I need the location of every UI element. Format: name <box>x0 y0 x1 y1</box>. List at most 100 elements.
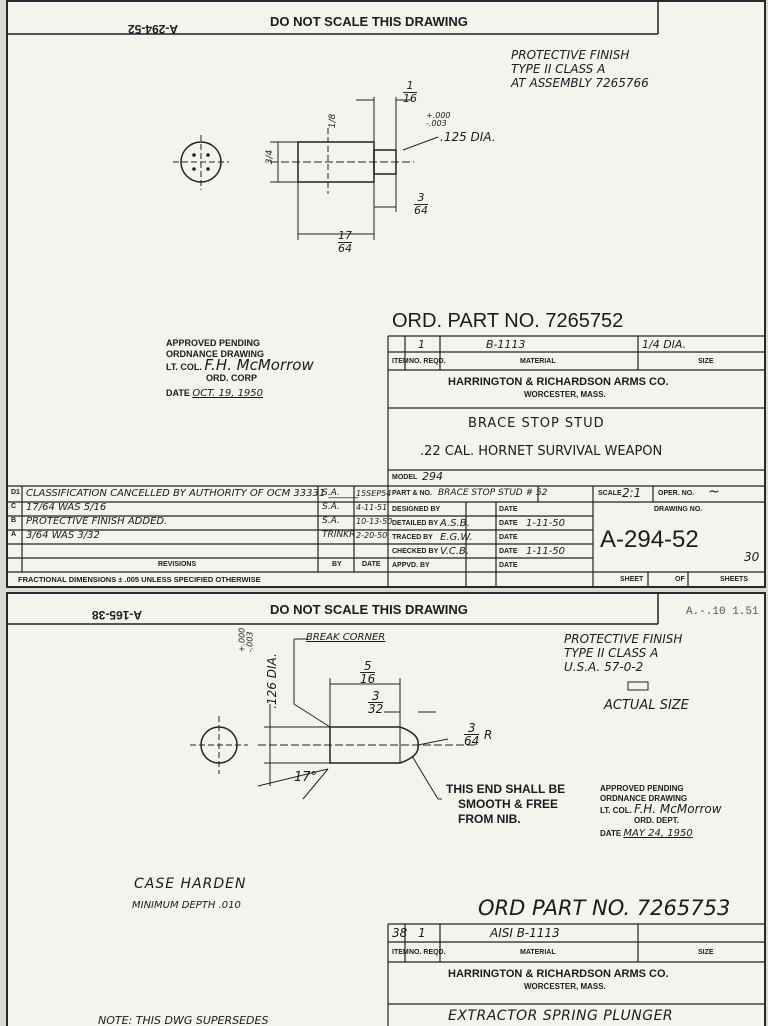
rev-header-date: DATE <box>362 561 381 568</box>
finish-note-line: AT ASSEMBLY 7265766 <box>511 76 649 90</box>
min-depth-note: MINIMUM DEPTH .010 <box>132 900 241 911</box>
finish-note-line: PROTECTIVE FINISH <box>511 48 630 62</box>
dim-3-4: 3/4 <box>265 149 276 165</box>
do-not-scale-header: DO NOT SCALE THIS DRAWING <box>270 602 468 617</box>
dim-dia: .125 DIA. <box>440 130 496 144</box>
revision-by: TRINKR <box>322 530 356 540</box>
signoff-date-label: DATE <box>499 534 518 541</box>
mat-header-material: MATERIAL <box>520 358 556 365</box>
revision-date: 4-11-51 <box>356 503 388 512</box>
company-name: HARRINGTON & RICHARDSON ARMS CO. <box>448 968 669 980</box>
do-not-scale-header: DO NOT SCALE THIS DRAWING <box>270 14 468 29</box>
model-value: 294 <box>422 470 443 483</box>
revision-text: 3/64 WAS 3/32 <box>26 530 100 541</box>
mat-item: 38 <box>392 926 408 940</box>
ord-part-number: ORD PART NO. 7265753 <box>478 896 731 920</box>
dim-radius: R <box>484 728 493 742</box>
mat-qty: 1 <box>418 926 426 940</box>
finish-note: PROTECTIVE FINISH TYPE II CLASS A AT ASS… <box>511 48 649 90</box>
break-corner-note: BREAK CORNER <box>306 632 386 643</box>
signoff-label: DETAILED BY <box>392 520 439 527</box>
dim-dia: .126 DIA. <box>264 653 279 709</box>
revision-text: PROTECTIVE FINISH ADDED. <box>26 516 168 527</box>
signoff-label: APPVD. BY <box>392 562 430 569</box>
signoff-by: A.S.B. <box>440 518 470 529</box>
finish-note-line: TYPE II CLASS A <box>564 646 659 660</box>
mat-header-size: SIZE <box>698 358 714 365</box>
model-label: MODEL <box>392 474 418 481</box>
tolerance-note: FRACTIONAL DIMENSIONS ± .005 UNLESS SPEC… <box>18 575 261 584</box>
signoff-date-label: DATE <box>499 562 518 569</box>
revision-text: CLASSIFICATION CANCELLED BY AUTHORITY OF… <box>26 488 359 499</box>
revision-by: S.A. <box>322 488 340 498</box>
of-label: OF <box>675 576 685 583</box>
mat-header-material: MATERIAL <box>520 949 556 956</box>
drawing-number-suffix: 30 <box>744 550 760 564</box>
dim-angle: 17° <box>294 770 318 785</box>
revision-letter: A <box>11 531 17 538</box>
signoff-by: E.G.W. <box>440 532 473 543</box>
rev-header-by: BY <box>332 561 342 568</box>
signoff-date-label: DATE <box>499 506 518 513</box>
finish-note-line: U.S.A. 57-0-2 <box>564 660 644 674</box>
part-title: EXTRACTOR SPRING PLUNGER <box>448 1008 674 1024</box>
oper-value: ~ <box>708 484 720 500</box>
revision-text: 17/64 WAS 5/16 <box>26 502 107 513</box>
signature: F.H. McMorrow <box>204 356 314 374</box>
mat-header-qty: NO. REQD. <box>409 358 446 365</box>
end-note: THIS END SHALL BE SMOOTH & FREE FROM NIB… <box>446 782 566 826</box>
mat-header-item: ITEM <box>392 949 409 956</box>
company-city: WORCESTER, MASS. <box>524 982 606 991</box>
sheet2-linework <box>8 594 764 1026</box>
mat-header-qty: NO. REQD. <box>409 949 446 956</box>
inverted-drawing-code: A-165-38 <box>92 608 143 622</box>
revision-by: S.A. <box>322 516 340 526</box>
drawing-sheet-brace-stop-stud: A-294-52 DO NOT SCALE THIS DRAWING PROTE… <box>6 0 766 588</box>
plunger-side-view <box>257 638 649 800</box>
approval-stamp: APPROVED PENDING ORDNANCE DRAWING LT. CO… <box>166 338 314 399</box>
signoff-label: CHECKED BY <box>392 548 439 555</box>
drawing-no-label: DRAWING NO. <box>654 506 703 513</box>
case-harden-note: CASE HARDEN <box>134 876 247 892</box>
revision-letter: C <box>11 503 17 510</box>
mat-header-size: SIZE <box>698 949 714 956</box>
mat-header-item: ITEM <box>392 358 409 365</box>
approval-stamp: APPROVED PENDING ORDNANCE DRAWING LT. CO… <box>600 784 722 839</box>
sheets-label: SHEETS <box>720 576 749 583</box>
weapon-title: .22 CAL. HORNET SURVIVAL WEAPON <box>420 444 663 459</box>
dim-1-8: 1/8 <box>328 113 339 129</box>
mat-material: AISI B-1113 <box>490 926 560 940</box>
sheet1-linework <box>8 2 764 586</box>
signoff-by: V.C.B. <box>440 546 470 557</box>
part-label: PART & NO. <box>392 490 432 497</box>
part-title: BRACE STOP STUD <box>468 416 605 431</box>
revision-by: S.A. <box>322 502 340 512</box>
mat-qty: 1 <box>418 338 425 351</box>
oper-label: OPER. NO. <box>658 490 695 497</box>
company-name: HARRINGTON & RICHARDSON ARMS CO. <box>448 376 669 388</box>
supersedes-note: NOTE: THIS DWG SUPERSEDES <box>98 1014 269 1026</box>
revision-date: 15SEP54 <box>356 489 392 498</box>
corner-stamp: A.-.10 1.51 <box>686 606 759 618</box>
dim-tolerance: +.000-.003 <box>426 111 451 128</box>
revision-letter: D1 <box>11 489 20 496</box>
ord-part-number: ORD. PART NO. 7265752 <box>392 310 624 332</box>
stud-side-view <box>270 97 439 240</box>
drawing-sheet-extractor-spring-plunger: A-165-38 DO NOT SCALE THIS DRAWING A.-.1… <box>6 592 766 1026</box>
rev-header-revisions: REVISIONS <box>158 561 197 568</box>
part-value: BRACE STOP STUD # 52 <box>438 488 548 498</box>
signoff-date-label: DATE <box>499 520 518 527</box>
finish-note-line: PROTECTIVE FINISH <box>564 632 683 646</box>
company-city: WORCESTER, MASS. <box>524 390 606 399</box>
signature: F.H. McMorrow <box>634 802 722 816</box>
drawing-number: A-294-52 <box>600 526 699 553</box>
mat-material: B-1113 <box>486 338 526 351</box>
signoff-date: 1-11-50 <box>526 518 566 529</box>
finish-note-line: TYPE II CLASS A <box>511 62 606 76</box>
scale-label: SCALE <box>598 490 622 497</box>
